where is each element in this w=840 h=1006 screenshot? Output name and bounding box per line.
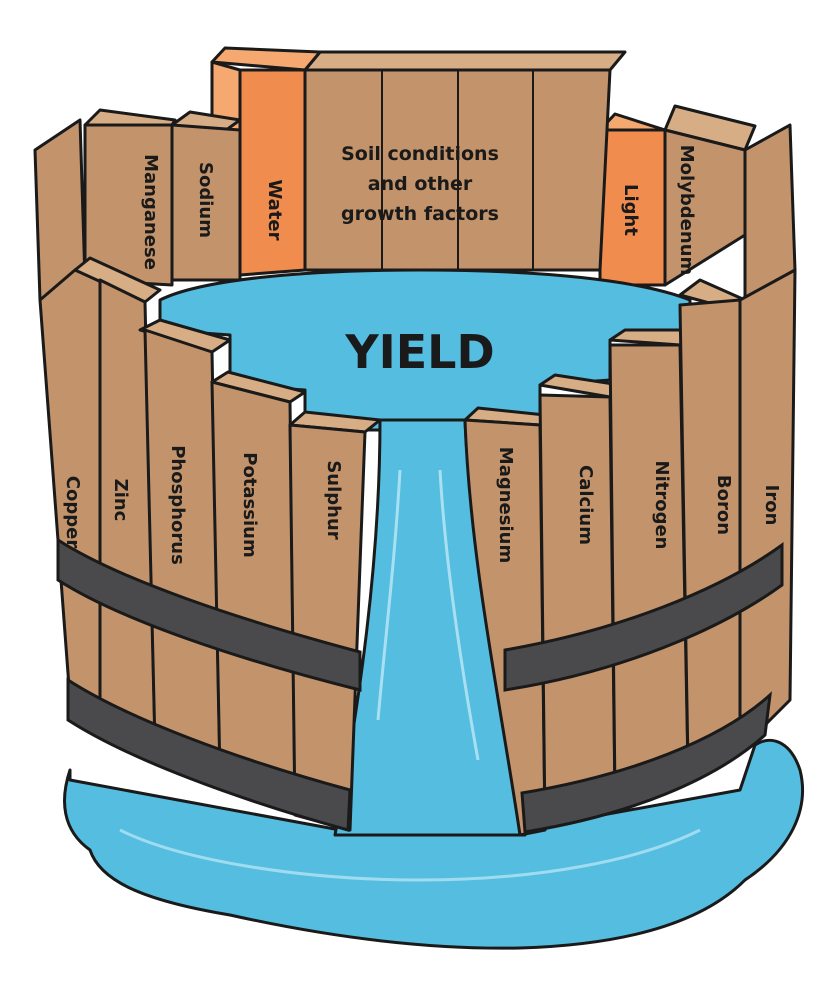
hoop-upper-left bbox=[56, 537, 362, 692]
label-phosphorus: Phosphorus bbox=[167, 445, 188, 565]
stave-manganese bbox=[83, 123, 174, 287]
stave-soil-top bbox=[303, 50, 627, 72]
back-staves bbox=[33, 46, 797, 302]
stave-calcium bbox=[538, 393, 617, 827]
hoop-lower-left bbox=[66, 677, 352, 832]
label-soil-line-2: and other bbox=[368, 173, 473, 195]
label-iron: Iron bbox=[761, 485, 782, 526]
front-left-staves bbox=[38, 256, 382, 832]
diagram-title: YIELD bbox=[344, 325, 494, 379]
label-zinc: Zinc bbox=[110, 479, 131, 522]
label-soil-line-1: Soil conditions bbox=[341, 143, 499, 165]
stave-nitrogen bbox=[608, 343, 690, 797]
stave-manganese-top bbox=[83, 108, 177, 127]
label-molybdenum: Molybdenum bbox=[676, 145, 697, 276]
label-boron: Boron bbox=[713, 475, 734, 535]
stave-water-top bbox=[210, 46, 322, 72]
label-magnesium: Magnesium bbox=[495, 447, 516, 563]
front-right-staves bbox=[463, 268, 797, 837]
label-potassium: Potassium bbox=[239, 452, 260, 557]
label-sodium: Sodium bbox=[195, 162, 216, 238]
stave-sulphur bbox=[288, 423, 367, 832]
label-manganese: Manganese bbox=[140, 154, 161, 270]
label-light: Light bbox=[620, 184, 641, 236]
stave-potassium bbox=[210, 380, 297, 802]
stave-nitrogen-top bbox=[608, 328, 692, 347]
label-sulphur: Sulphur bbox=[323, 460, 344, 539]
label-water: Water bbox=[264, 179, 285, 240]
hoop-upper-right bbox=[503, 542, 784, 692]
water-puddle bbox=[63, 738, 805, 950]
label-soil-line-3: growth factors bbox=[341, 203, 499, 225]
stave-water bbox=[238, 68, 307, 277]
stave-magnesium bbox=[463, 418, 547, 837]
stream-highlight bbox=[376, 469, 480, 761]
hoop-lower-right bbox=[520, 691, 772, 834]
water-ripple bbox=[119, 828, 701, 882]
label-calcium: Calcium bbox=[575, 465, 596, 545]
label-copper: Copper bbox=[62, 476, 83, 549]
label-nitrogen: Nitrogen bbox=[651, 461, 672, 550]
